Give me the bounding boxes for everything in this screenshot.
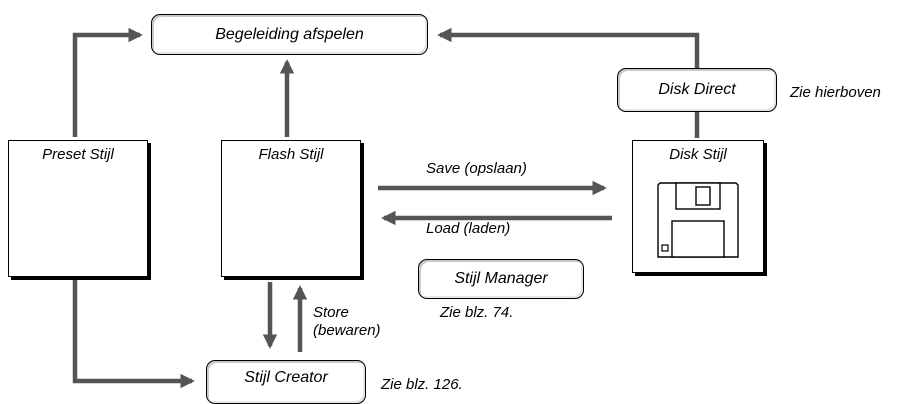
- see-page-126-label: Zie blz. 126.: [381, 376, 463, 393]
- arrow-diskdirect-to-playback: [437, 27, 700, 68]
- see-above-label: Zie hierboven: [790, 84, 881, 101]
- flash-style-title: Flash Stijl: [258, 146, 324, 163]
- style-manager-label: Stijl Manager: [454, 270, 548, 287]
- preset-style-box: Preset Stijl: [8, 140, 148, 277]
- load-label: Load (laden): [426, 220, 511, 237]
- disk-direct-label: Disk Direct: [658, 81, 736, 98]
- disk-style-box: Disk Stijl: [632, 140, 764, 273]
- floppy-disk-icon: [657, 182, 739, 258]
- playback-node: Begeleiding afspelen: [151, 14, 428, 55]
- style-manager-node: Stijl Manager: [418, 259, 584, 299]
- style-creator-label: Stijl Creator: [244, 369, 328, 386]
- see-page-74-label: Zie blz. 74.: [440, 304, 514, 321]
- store-label-line2: (bewaren): [313, 322, 381, 339]
- store-label-line1: Store: [313, 304, 349, 321]
- playback-label: Begeleiding afspelen: [215, 25, 364, 43]
- arrow-preset-to-creator: [72, 280, 195, 389]
- arrow-preset-to-playback: [72, 27, 143, 137]
- preset-style-title: Preset Stijl: [42, 146, 114, 163]
- save-label: Save (opslaan): [426, 160, 527, 177]
- disk-direct-node: Disk Direct: [617, 68, 777, 112]
- store-label: Store (bewaren): [313, 304, 381, 340]
- flash-style-box: Flash Stijl: [221, 140, 361, 277]
- disk-style-title: Disk Stijl: [669, 146, 727, 163]
- style-creator-node: Stijl Creator: [206, 360, 366, 404]
